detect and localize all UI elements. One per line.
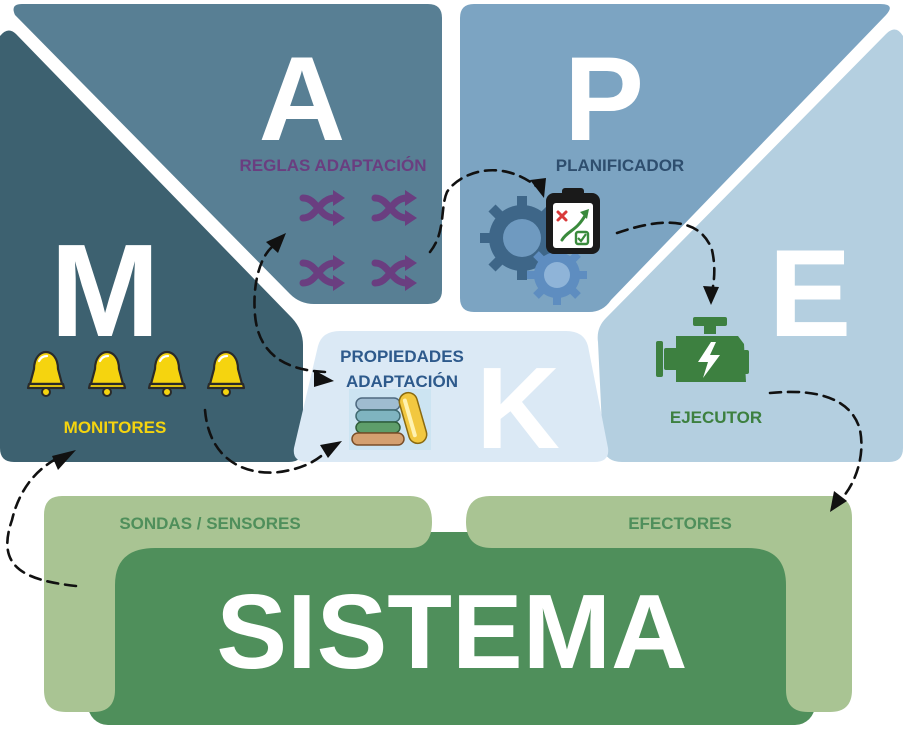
probes-block [44,496,432,712]
properties-label-line2: ADAPTACIÓN [346,372,458,391]
executor-label: EJECUTOR [670,408,762,427]
letter-p: P [564,32,644,166]
letter-a: A [259,32,346,166]
rules-label: REGLAS ADAPTACIÓN [240,156,427,175]
letter-e: E [769,225,852,363]
letter-k: K [476,343,560,473]
planner-label: PLANIFICADOR [556,156,684,175]
gears-checklist-icon [480,188,600,305]
system-dark-block [88,532,815,725]
probes-label: SONDAS / SENSORES [119,514,300,533]
effectors-block [466,496,852,712]
analyze-panel [13,4,442,304]
letter-m: M [50,217,160,364]
stacked-cylinders-icon [349,389,431,450]
monitors-label: MONITORES [64,418,167,437]
properties-label-line1: PROPIEDADES [340,347,464,366]
flow-arrows [6,169,863,588]
system-title: SISTEMA [216,573,687,691]
engine-icon [656,317,749,382]
effectors-label: EFECTORES [628,514,732,533]
